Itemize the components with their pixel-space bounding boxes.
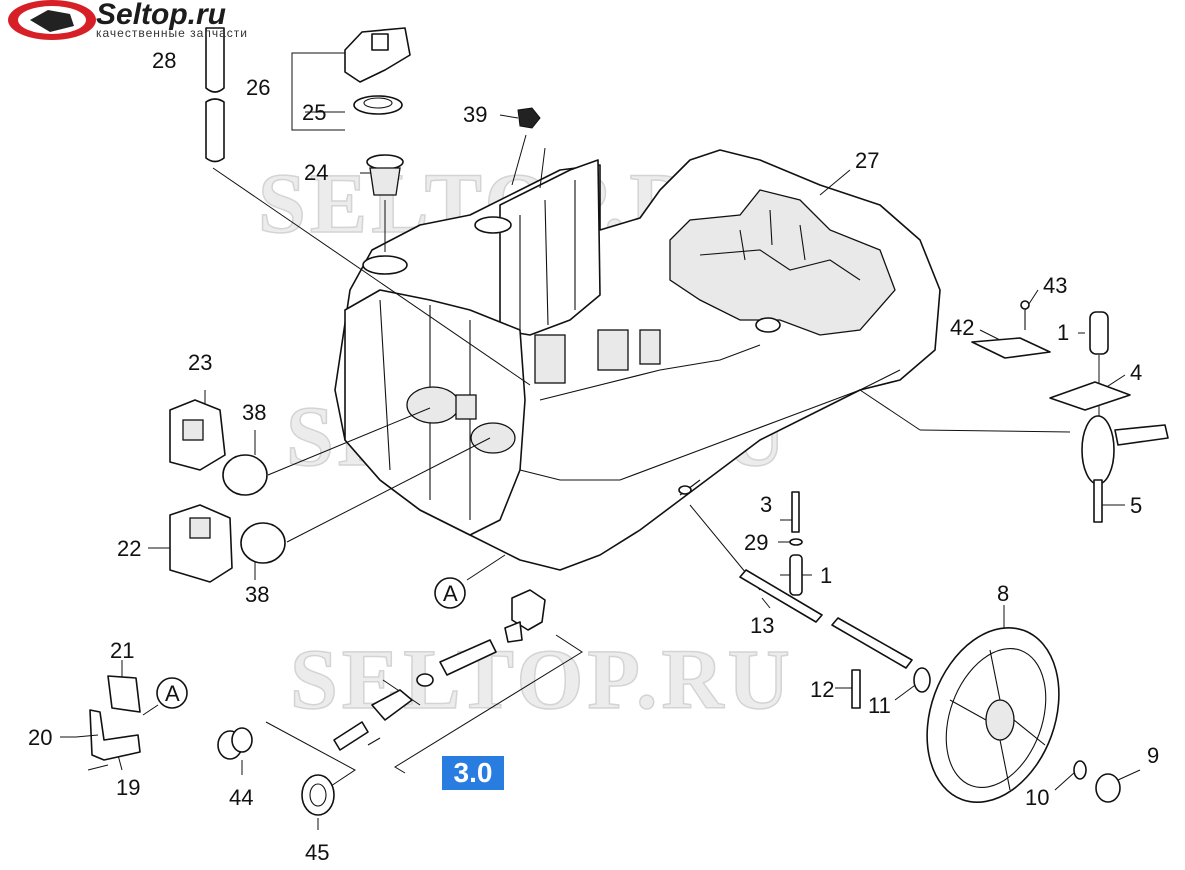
label-25: 25 [302,100,326,125]
pin-1-lower [789,554,803,596]
section-badge: 3.0 [442,756,504,790]
label-13: 13 [750,613,774,638]
label-26: 26 [246,75,270,100]
label-8: 8 [997,581,1009,606]
bracket-42 [971,337,1051,359]
side-panel-23 [169,399,226,471]
washer-11 [913,667,931,693]
hose-fittings [333,589,546,751]
o-ring-38-upper [222,454,268,496]
screw-43 [1020,300,1030,330]
watermark-3: SELTOP.RU [290,631,794,727]
housing-body [334,149,941,571]
label-5: 5 [1130,493,1142,518]
quick-connector-45 [301,774,335,816]
label-45: 45 [305,840,329,865]
label-24: 24 [304,160,328,185]
callout-a-text: A [443,581,458,606]
axle-shaft [831,617,913,669]
filter-basket-24 [366,154,404,196]
axle-13 [739,569,823,623]
label-29: 29 [744,530,768,555]
hub-cap-9 [1095,773,1121,803]
label-1-upper: 1 [1057,320,1069,345]
callout-a-main: A [434,577,466,609]
wheel-8 [926,627,1060,803]
label-23: 23 [188,350,212,375]
castor-4 [1049,381,1169,485]
label-20: 20 [28,725,52,750]
o-ring-38-lower [240,522,286,564]
tank-cap-26 [344,27,411,83]
coupling-44 [217,727,253,760]
plate-21 [107,675,141,713]
label-39: 39 [463,102,487,127]
leader-lines [60,52,1141,830]
bolt-12 [851,669,861,709]
label-44: 44 [229,785,253,810]
label-10: 10 [1025,785,1049,810]
pin-1-upper [1089,311,1109,355]
label-43: 43 [1043,273,1067,298]
label-38-upper: 38 [242,400,266,425]
screw-20 [75,734,99,738]
label-42: 42 [950,315,974,340]
label-9: 9 [1147,743,1159,768]
logo-tagline: качественные запчасти [96,26,248,40]
label-28: 28 [152,48,176,73]
label-38-lower: 38 [245,582,269,607]
bolt-5 [1093,479,1103,523]
label-22: 22 [117,536,141,561]
seal-ring-25 [353,95,403,115]
callout-a-text-2: A [165,681,180,706]
label-1-lower: 1 [820,563,832,588]
bolt-3 [791,491,800,533]
bracket-19 [89,709,141,761]
label-12: 12 [810,677,834,702]
label-19: 19 [116,775,140,800]
label-21: 21 [110,638,134,663]
washer-29 [789,538,803,546]
clip-39 [517,107,541,129]
washer-10 [1073,760,1087,780]
label-4: 4 [1130,360,1142,385]
label-27: 27 [855,148,879,173]
tube-28 [205,27,225,163]
logo-mark [8,0,96,40]
side-panel-22 [169,504,233,583]
logo-brand-text: Seltop.ru [96,0,227,31]
part-labels: 28 26 25 24 39 27 43 42 1 4 5 23 38 22 3… [28,48,1159,865]
label-11: 11 [868,693,891,718]
callout-a-bracket: A [156,677,188,709]
label-3: 3 [760,492,772,517]
